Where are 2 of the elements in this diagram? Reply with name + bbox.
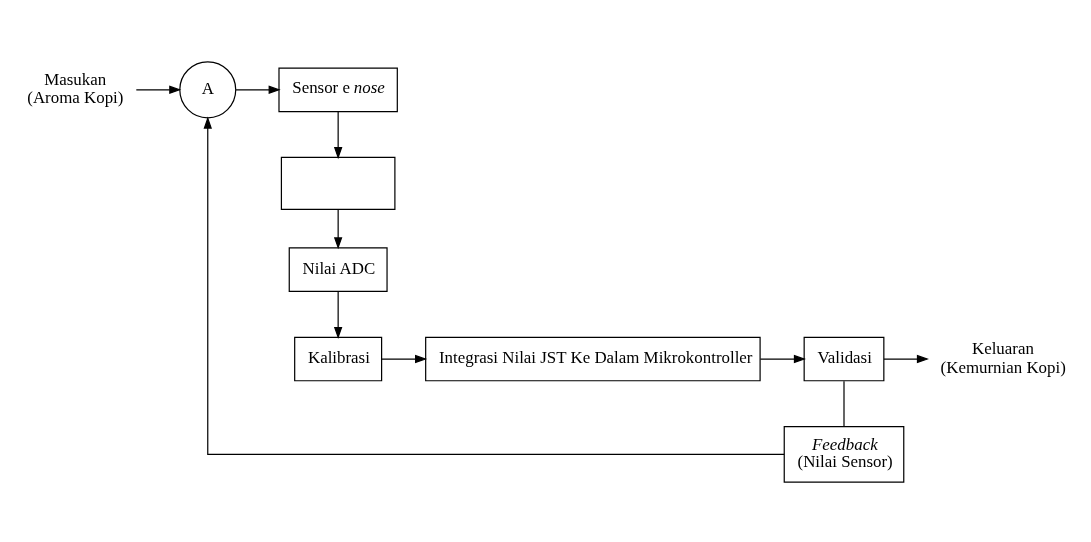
node-text: Keluaran (Kemurnian Kopi)	[940, 338, 1066, 377]
node-text: Masukan (Aroma Kopi)	[27, 69, 124, 107]
